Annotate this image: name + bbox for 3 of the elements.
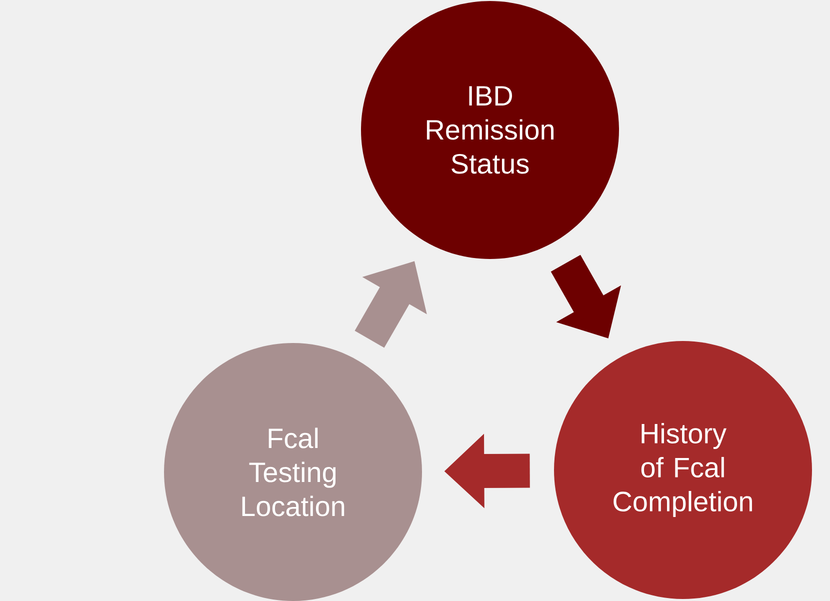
circle-node: History of Fcal Completion	[554, 340, 812, 599]
circle-node: IBD Remission Status	[361, 1, 619, 259]
circle-node: Fcal Testing Location	[164, 342, 422, 601]
